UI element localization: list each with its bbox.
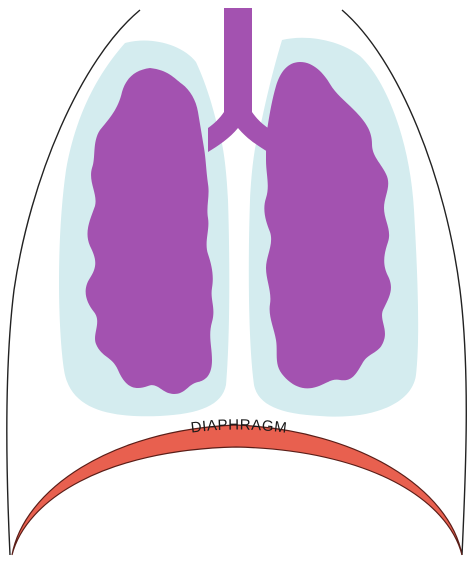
trachea-and-bronchi [208,8,268,152]
diaphragm [12,425,462,555]
